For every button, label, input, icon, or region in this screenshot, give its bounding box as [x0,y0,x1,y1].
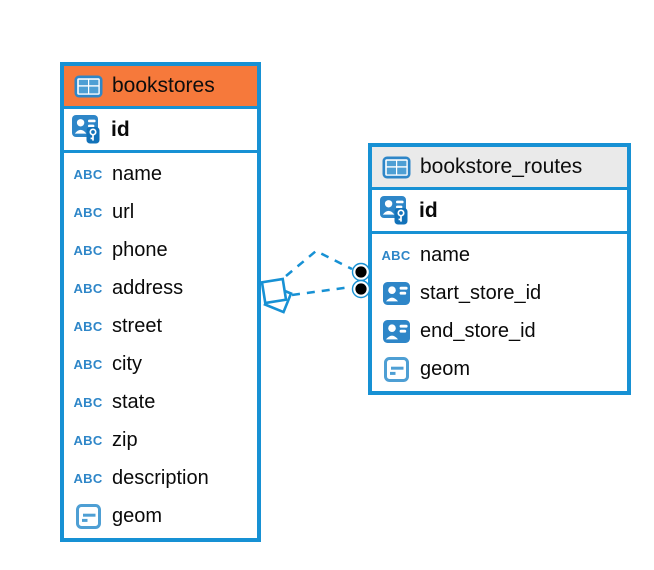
columns-list: ABC name start_store_id end_store_id geo… [372,234,627,391]
abc-text-type-icon: ABC [73,242,103,258]
column-row[interactable]: end_store_id [372,312,627,350]
column-row[interactable]: ABC state [64,383,257,421]
geometry-type-icon [381,356,411,382]
person-key-icon [72,115,102,144]
abc-text-type-icon: ABC [73,470,103,486]
table-header[interactable]: bookstores [64,66,257,109]
person-reference-icon [381,281,411,305]
column-name: start_store_id [420,281,542,304]
primary-key-row[interactable]: id [372,190,627,234]
table-header[interactable]: bookstore_routes [372,147,627,190]
column-name: phone [112,238,168,261]
column-row[interactable]: ABC address [64,269,257,307]
table-bookstore_routes[interactable]: bookstore_routes id ABC name start_store… [368,143,631,395]
primary-key-row[interactable]: id [64,109,257,153]
column-name: zip [112,428,138,451]
column-row[interactable]: ABC city [64,345,257,383]
column-row[interactable]: ABC url [64,193,257,231]
abc-text-type-icon: ABC [73,432,103,448]
column-name: city [112,352,142,375]
column-name: id [419,198,438,222]
column-name: geom [420,357,471,380]
abc-text-type-icon: ABC [73,166,103,182]
column-row[interactable]: ABC zip [64,421,257,459]
column-name: name [112,162,163,185]
abc-text-type-icon: ABC [73,394,103,410]
column-name: id [111,117,130,141]
table-title: bookstore_routes [420,155,583,178]
column-name: name [420,243,471,266]
abc-text-type-icon: ABC [73,204,103,220]
abc-text-type-icon: ABC [73,280,103,296]
column-row[interactable]: start_store_id [372,274,627,312]
column-row[interactable]: ABC name [372,236,627,274]
table-icon [73,75,103,98]
column-name: description [112,466,209,489]
column-name: geom [112,504,163,527]
columns-list: ABC name ABC url ABC phone ABC address A… [64,153,257,538]
relationship-line-top [285,249,353,277]
relationship-source-diamond-marker [260,277,293,314]
table-icon [381,156,411,179]
abc-text-type-icon: ABC [73,318,103,334]
table-title: bookstores [112,74,215,97]
column-row[interactable]: ABC name [64,155,257,193]
relationship-target-circle-markers [351,262,371,299]
column-row[interactable]: geom [64,497,257,535]
column-name: url [112,200,135,223]
column-name: address [112,276,184,299]
column-row[interactable]: ABC description [64,459,257,497]
relationship-line-bottom [291,285,352,297]
column-row[interactable]: geom [372,350,627,388]
person-key-icon [380,196,410,225]
column-name: street [112,314,163,337]
column-row[interactable]: ABC street [64,307,257,345]
column-row[interactable]: ABC phone [64,231,257,269]
geometry-type-icon [73,503,103,529]
column-name: end_store_id [420,319,536,342]
column-name: state [112,390,156,413]
table-bookstores[interactable]: bookstores id ABC name ABC url ABC phone… [60,62,261,542]
abc-text-type-icon: ABC [381,247,411,263]
abc-text-type-icon: ABC [73,356,103,372]
person-reference-icon [381,319,411,343]
